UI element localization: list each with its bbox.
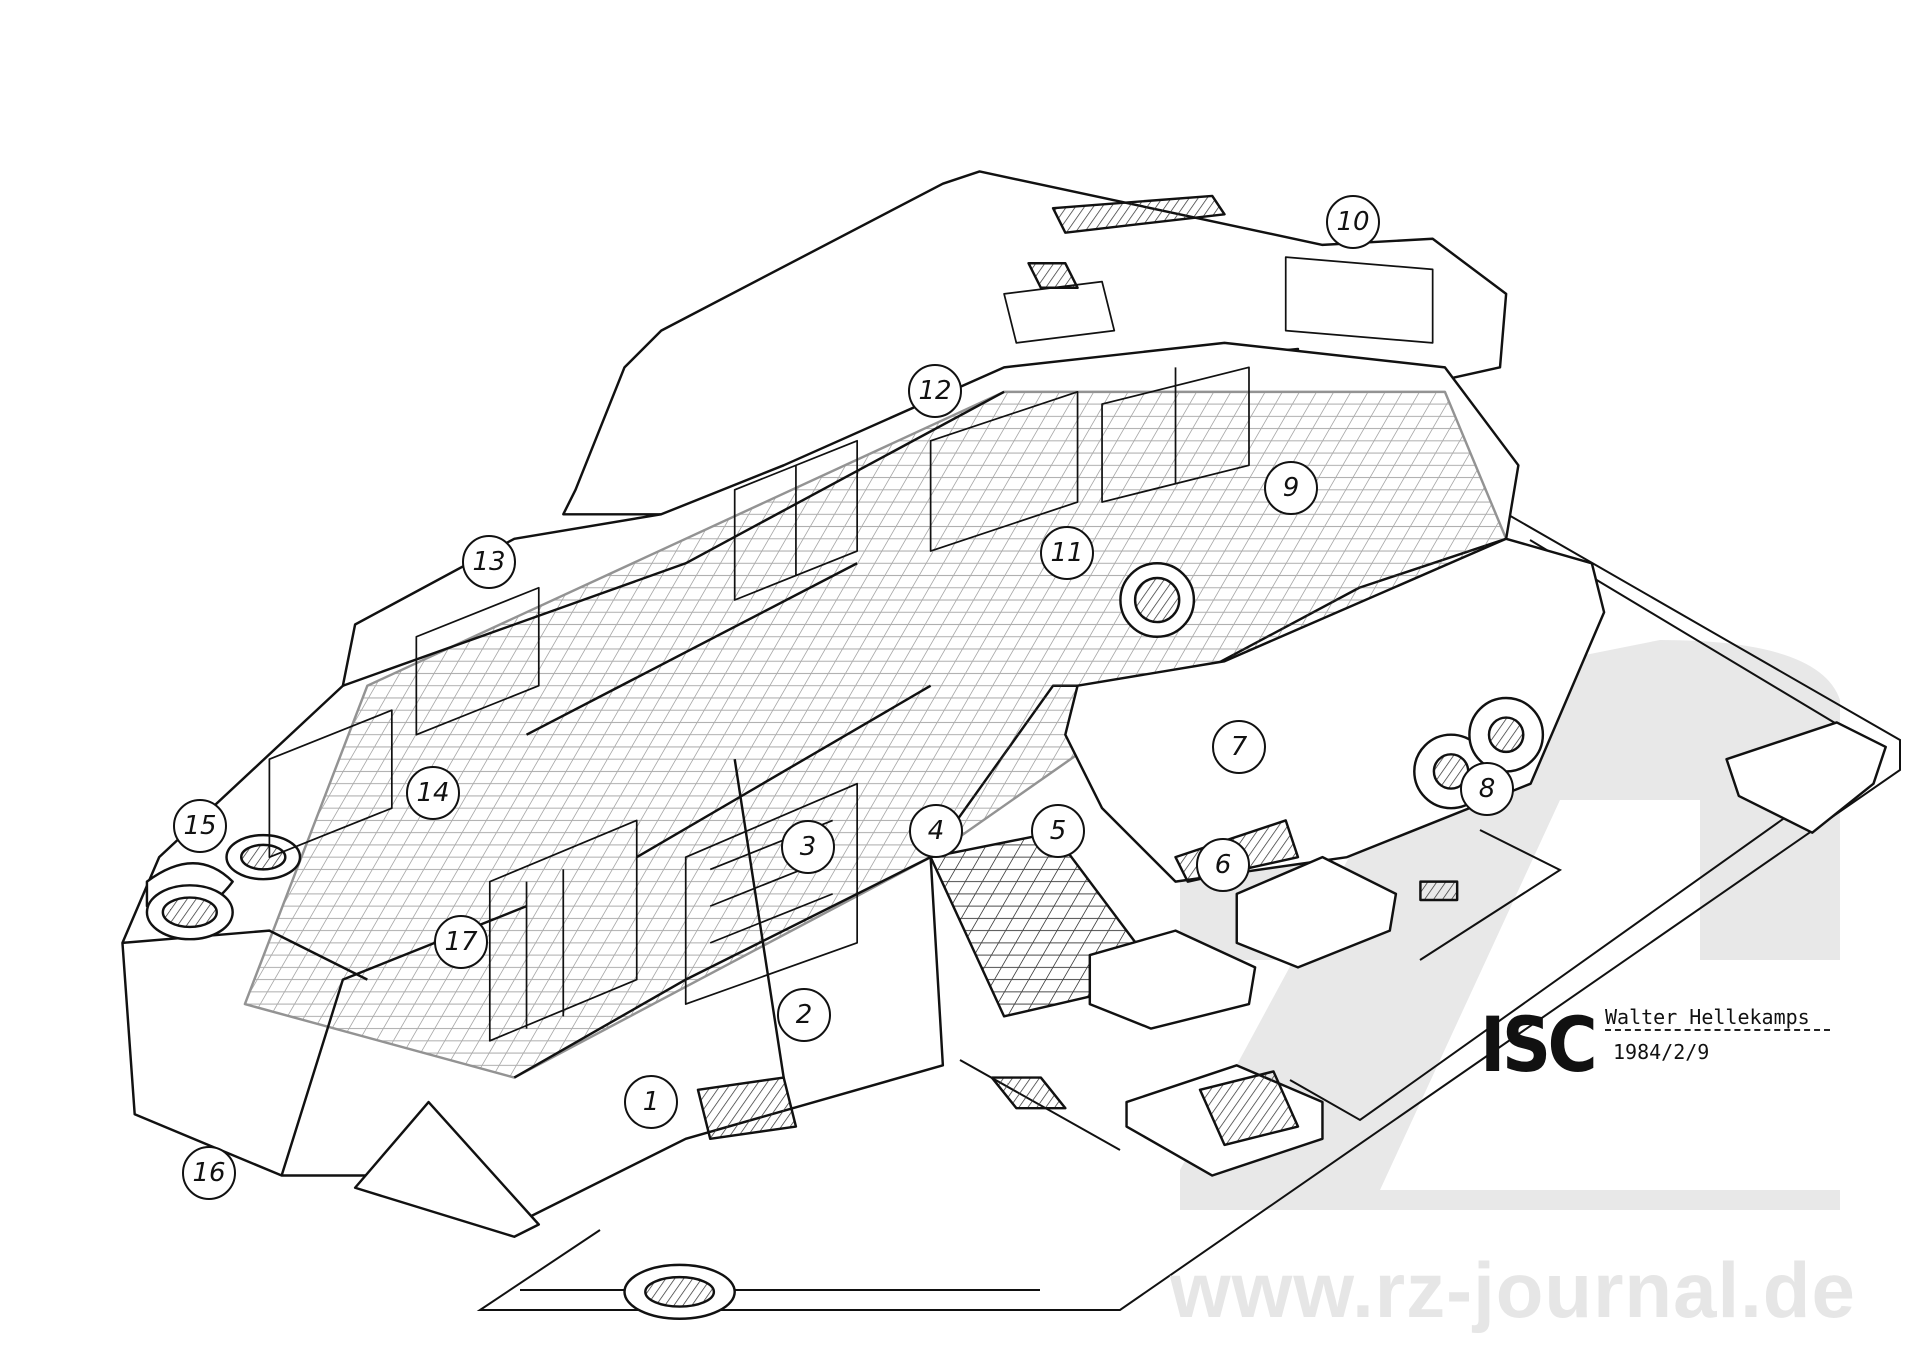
callout-1: 1 [624,1075,678,1129]
callout-14: 14 [406,766,460,820]
callout-3: 3 [781,820,835,874]
upper-deck [562,170,1508,516]
callout-13: 13 [462,535,516,589]
cargo-crate [1088,929,1257,1030]
callout-11: 11 [1040,526,1094,580]
callout-7: 7 [1212,720,1266,774]
cargo-crate [1235,855,1398,969]
callout-16: 16 [182,1146,236,1200]
callout-2: 2 [777,988,831,1042]
callout-6: 6 [1196,838,1250,892]
callout-8: 8 [1460,762,1514,816]
callout-5: 5 [1031,804,1085,858]
callout-12: 12 [908,364,962,418]
isc-logo: ISC [1480,1000,1598,1089]
callout-10: 10 [1326,195,1380,249]
callout-17: 17 [434,915,488,969]
author-signature: Walter Hellekamps [1605,1005,1830,1031]
drawing-date: 1984/2/9 [1613,1040,1710,1064]
callout-4: 4 [909,804,963,858]
watermark-url: www.rz-journal.de [1170,1246,1856,1334]
cargo-crate [1725,721,1887,834]
callout-15: 15 [173,799,227,853]
callout-9: 9 [1264,461,1318,515]
